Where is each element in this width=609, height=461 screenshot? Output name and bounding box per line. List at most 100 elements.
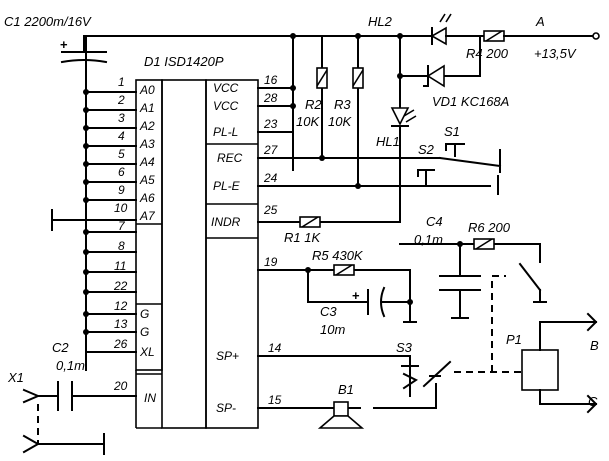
- pin-num-23: 23: [263, 117, 278, 131]
- pin-name-xl: XL: [139, 345, 155, 359]
- p1-label: P1: [506, 332, 522, 347]
- capacitor-c4: C4 0,1m: [399, 214, 481, 319]
- s3-label: S3: [396, 340, 413, 355]
- pin-name-vcc2: VCC: [213, 99, 239, 113]
- capacitor-c3: + C3 10m: [307, 269, 417, 337]
- capacitor-c2: C2 0,1m: [37, 340, 137, 411]
- pin-num-16: 16: [264, 73, 278, 87]
- c4-label: C4: [426, 214, 443, 229]
- pin-name-in: IN: [144, 391, 156, 405]
- pin-name-pl-l: PL-L: [213, 125, 238, 139]
- pin-name-a7: A7: [139, 209, 156, 223]
- r6-label: R6 200: [468, 220, 511, 235]
- pin-name-sp-minus: SP-: [216, 401, 236, 415]
- c3-value: 10m: [320, 322, 345, 337]
- c4-value: 0,1m: [414, 232, 443, 247]
- relay-p1: P1: [454, 275, 598, 414]
- x1-label: X1: [7, 370, 24, 385]
- c2-label: C2: [52, 340, 69, 355]
- pin-num-5: 5: [118, 147, 125, 161]
- speaker-b1: B1: [317, 382, 365, 429]
- resistor-r1: R1 1K: [257, 216, 401, 245]
- terminal-b-label: B: [590, 338, 599, 353]
- s1-label: S1: [444, 124, 460, 139]
- b1-label: B1: [338, 382, 354, 397]
- pin-num-12: 12: [114, 299, 128, 313]
- pin-num-14: 14: [268, 341, 282, 355]
- hl2-label: HL2: [368, 14, 393, 29]
- left-bus: [51, 35, 137, 361]
- pin-num-13: 13: [114, 317, 128, 331]
- r3-label: R3: [334, 97, 351, 112]
- pin-num-7: 7: [118, 219, 126, 233]
- pin-num-2: 2: [117, 93, 125, 107]
- terminal-a-voltage: +13,5V: [534, 46, 577, 61]
- pin-num-4: 4: [118, 129, 125, 143]
- resistor-r6: R6 200: [459, 220, 547, 303]
- vcc-wiring: [257, 35, 296, 171]
- pin-num-9: 9: [118, 183, 125, 197]
- pin-name-a5: A5: [139, 173, 155, 187]
- switch-s2: S2: [414, 142, 499, 195]
- resistor-r3: R3 10K: [328, 35, 364, 187]
- pin-name-a3: A3: [139, 137, 155, 151]
- resistor-r2: R2 10K: [296, 35, 328, 159]
- pin-name-indr: INDR: [211, 215, 241, 229]
- pin-num-3: 3: [118, 111, 125, 125]
- capacitor-c1: + C1 2200m/16V: [4, 14, 108, 64]
- pin-num-24: 24: [263, 171, 278, 185]
- pin-num-20: 20: [113, 379, 128, 393]
- pin-name-a2: A2: [139, 119, 155, 133]
- pin-num-6: 6: [118, 165, 125, 179]
- pin-name-a6: A6: [139, 191, 155, 205]
- pin-name-rec: REC: [217, 151, 243, 165]
- pin-num-8: 8: [118, 239, 125, 253]
- hl1-label: HL1: [376, 134, 400, 149]
- pin-name-sp-plus: SP+: [216, 349, 239, 363]
- chip-label: D1 ISD1420P: [144, 54, 224, 69]
- terminals-b-c: B C: [588, 338, 599, 409]
- c1-plus: +: [60, 37, 68, 52]
- zener-vd1: VD1 KC168A: [397, 35, 509, 109]
- pin-num-25: 25: [263, 203, 278, 217]
- r1-label: R1 1K: [284, 230, 321, 245]
- r3-value: 10K: [328, 114, 352, 129]
- c2-value: 0,1m: [56, 358, 85, 373]
- c3-label: C3: [320, 304, 337, 319]
- c1-label: C1 2200m/16V: [4, 14, 92, 29]
- resistor-r4: R4 200: [466, 30, 600, 61]
- chip-d1: D1 ISD1420P: [135, 54, 259, 429]
- pin-num-26: 26: [113, 337, 128, 351]
- r2-label: R2: [305, 97, 322, 112]
- pin-name-pl-e: PL-E: [213, 179, 241, 193]
- vd1-label: VD1 KC168A: [432, 94, 509, 109]
- pin-name-vcc1: VCC: [213, 81, 239, 95]
- terminal-a-label: A: [535, 14, 545, 29]
- r4-label: R4 200: [466, 46, 509, 61]
- pin-num-27: 27: [263, 143, 279, 157]
- switch-s1: S1: [438, 124, 502, 173]
- pin-num-1: 1: [118, 75, 125, 89]
- pin-num-15: 15: [268, 393, 282, 407]
- pin-num-11: 11: [114, 259, 126, 273]
- top-rail: [85, 33, 421, 39]
- resistor-r5: R5 430K: [257, 248, 411, 303]
- pin-num-19: 19: [264, 255, 278, 269]
- switch-lines: [257, 131, 441, 189]
- led-hl2: HL2: [368, 13, 485, 46]
- pin-name-a0: A0: [139, 83, 155, 97]
- r2-value: 10K: [296, 114, 320, 129]
- r5-label: R5 430K: [312, 248, 364, 263]
- chip-right-pins: VCC VCC PL-L REC PL-E INDR SP+ SP- 16 28…: [211, 73, 282, 415]
- switch-s3: S3: [257, 340, 452, 409]
- pin-name-g2: G: [140, 325, 149, 339]
- pin-num-10: 10: [114, 201, 128, 215]
- connector-x1: X1: [7, 370, 105, 455]
- pin-name-a4: A4: [139, 155, 155, 169]
- pin-name-a1: A1: [139, 101, 155, 115]
- pin-num-22: 22: [113, 279, 128, 293]
- led-hl1: HL1: [376, 75, 417, 223]
- s2-label: S2: [418, 142, 435, 157]
